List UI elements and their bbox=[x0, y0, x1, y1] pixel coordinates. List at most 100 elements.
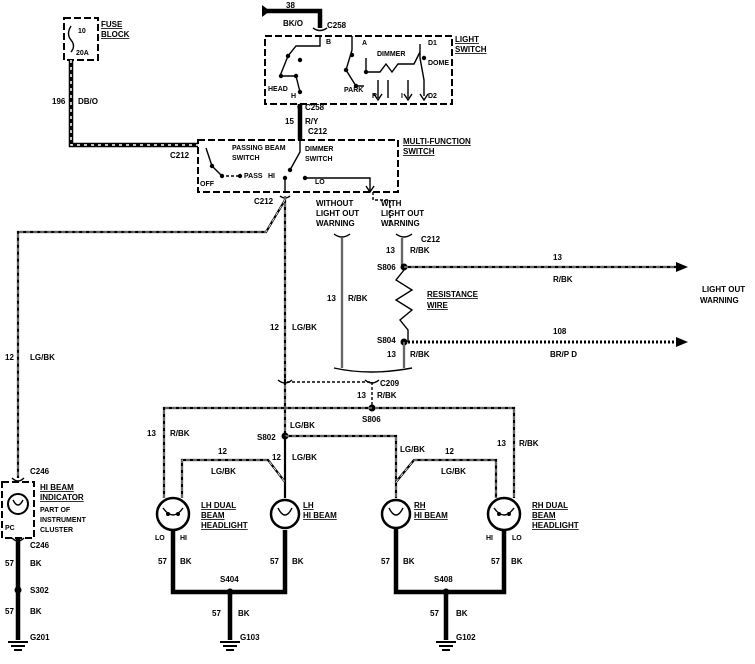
without-label-3: WARNING bbox=[316, 219, 355, 228]
connector-c258-bottom: C258 bbox=[305, 103, 325, 112]
lh-wire-13-circuit: 13 bbox=[147, 429, 156, 438]
hi-beam-indicator-branch: 12 LG/BK C246 PC HI BEAM INDICATOR PART … bbox=[1, 199, 286, 651]
rh-dual-label-3: HEADLIGHT bbox=[532, 521, 579, 530]
terminal-d2: D2 bbox=[428, 93, 437, 100]
rh-wire-12-color: LG/BK bbox=[441, 467, 466, 476]
rh-wire-57a-circuit: 57 bbox=[381, 557, 390, 566]
without-label: WITHOUT bbox=[316, 199, 353, 208]
lh-wire-57b-circuit: 57 bbox=[270, 557, 279, 566]
rh-wire-57b-circuit: 57 bbox=[491, 557, 500, 566]
rh-hi-beam-lamp-icon bbox=[380, 498, 412, 530]
connector-c246-top: C246 bbox=[30, 467, 50, 476]
hi-beam-indicator-label: HI BEAM bbox=[40, 483, 74, 492]
light-out-warning-branch: C212 13 R/BK S806 13 R/BK LIGHT OUT WARN… bbox=[327, 235, 745, 373]
center-trunk: 12 LG/BK C209 13 R/BK S806 LG/BK S802 12… bbox=[162, 196, 516, 498]
wire-196-color: DB/O bbox=[78, 97, 98, 106]
lh-dual-label: LH DUAL bbox=[201, 501, 236, 510]
light-switch: LIGHT SWITCH B A D1 DIMMER DOME HEAD PAR… bbox=[264, 35, 487, 105]
resistance-wire-label-2: WIRE bbox=[427, 301, 449, 310]
lh-dual-label-3: HEADLIGHT bbox=[201, 521, 248, 530]
wire-57a-circuit: 57 bbox=[5, 559, 14, 568]
wire-108-circuit: 108 bbox=[553, 327, 567, 336]
splice-s806b: S806 bbox=[362, 415, 381, 424]
indicator-bulb-icon bbox=[7, 493, 29, 515]
splice-s404: S404 bbox=[220, 575, 239, 584]
wire-15: C258 15 R/Y C212 bbox=[285, 103, 328, 140]
lo-label: LO bbox=[315, 179, 325, 186]
splice-s408: S408 bbox=[434, 575, 453, 584]
wire-12c-color: LG/BK bbox=[292, 453, 317, 462]
head-label: HEAD bbox=[268, 86, 288, 93]
connector-c212-top: C212 bbox=[308, 127, 328, 136]
wire-13-out-circuit: 13 bbox=[553, 253, 562, 262]
wire-38-circuit: 38 bbox=[286, 1, 295, 10]
rh-wire-13-color: R/BK bbox=[519, 439, 539, 448]
rh-headlights: LG/BK 12 LG/BK 13 R/BK RH HI BEAM HI LO … bbox=[380, 439, 579, 651]
rh-wire-57c-circuit: 57 bbox=[430, 609, 439, 618]
off-label: OFF bbox=[200, 181, 215, 188]
rh-wire-12-circuit: 12 bbox=[445, 447, 454, 456]
ground-icon bbox=[8, 641, 28, 651]
multi-function-switch-label-2: SWITCH bbox=[403, 147, 435, 156]
resistance-wire-label: RESISTANCE bbox=[427, 290, 479, 299]
terminal-a: A bbox=[362, 40, 367, 47]
rh-hi-beam-label: RH bbox=[414, 501, 426, 510]
wire-12-trunk-color: LG/BK bbox=[292, 323, 317, 332]
lh-dual-label-2: BEAM bbox=[201, 511, 225, 520]
splice-s802: S802 bbox=[257, 433, 276, 442]
lh-wire-57c-circuit: 57 bbox=[212, 609, 221, 618]
fuse-block-label: FUSE bbox=[101, 20, 123, 29]
part-of-label-2: INSTRUMENT bbox=[40, 517, 87, 524]
dimmer-label: DIMMER bbox=[377, 51, 405, 58]
lh-wire-57c-color: BK bbox=[238, 609, 250, 618]
wire-57b-color: BK bbox=[30, 607, 42, 616]
pc-label: PC bbox=[5, 525, 15, 532]
with-label-2: LIGHT OUT bbox=[381, 209, 424, 218]
multi-function-switch-label: MULTI-FUNCTION bbox=[403, 137, 471, 146]
ground-icon-g103 bbox=[220, 641, 240, 651]
lh-wire-57b-color: BK bbox=[292, 557, 304, 566]
rh-hi-label: HI bbox=[486, 535, 493, 542]
terminal-d1: D1 bbox=[428, 40, 437, 47]
connector-c212-bottom: C212 bbox=[254, 197, 274, 206]
wire-13c-circuit: 13 bbox=[357, 391, 366, 400]
rh-wire-57a-color: BK bbox=[403, 557, 415, 566]
with-label-3: WARNING bbox=[381, 219, 420, 228]
rh-dual-label-2: BEAM bbox=[532, 511, 556, 520]
lh-dual-beam-lamp-icon bbox=[155, 496, 191, 532]
wire-57b-circuit: 57 bbox=[5, 607, 14, 616]
fuse-block: 10 20A FUSE BLOCK bbox=[63, 17, 130, 61]
wire-196-circuit: 196 bbox=[52, 97, 66, 106]
wire-15-color: R/Y bbox=[305, 117, 319, 126]
fuse-block-label-2: BLOCK bbox=[101, 30, 130, 39]
warning-options: WITHOUT LIGHT OUT WARNING WITH LIGHT OUT… bbox=[316, 192, 424, 238]
wire-12b-color: LG/BK bbox=[290, 421, 315, 430]
terminal-i: I bbox=[401, 93, 403, 100]
splice-s804: S804 bbox=[377, 336, 396, 345]
lh-wire-13-color: R/BK bbox=[170, 429, 190, 438]
wire-57a-color: BK bbox=[30, 559, 42, 568]
multi-function-switch: MULTI-FUNCTION SWITCH PASSING BEAM SWITC… bbox=[170, 137, 471, 206]
light-out-label: LIGHT OUT bbox=[702, 285, 745, 294]
hi-label: HI bbox=[268, 173, 275, 180]
terminal-r: R bbox=[372, 93, 377, 100]
fuse-amp: 20A bbox=[76, 50, 89, 57]
wire-13b-color: R/BK bbox=[410, 350, 430, 359]
connector-c212-left: C212 bbox=[170, 151, 190, 160]
lh-headlights: 13 R/BK 12 LG/BK LO HI LH DUAL BEAM HEAD… bbox=[147, 429, 337, 651]
ground-g102: G102 bbox=[456, 633, 476, 642]
lh-wire-57a-circuit: 57 bbox=[158, 557, 167, 566]
without-label-2: LIGHT OUT bbox=[316, 209, 359, 218]
part-of-label-3: CLUSTER bbox=[40, 527, 73, 534]
wire-108-color: BR/P D bbox=[550, 350, 577, 359]
dome-label: DOME bbox=[428, 60, 449, 67]
wire-15-circuit: 15 bbox=[285, 117, 294, 126]
rh-dual-label: RH DUAL bbox=[532, 501, 568, 510]
rh-wire-lgbk: LG/BK bbox=[400, 445, 425, 454]
light-switch-label: LIGHT bbox=[455, 35, 479, 44]
wire-13b-circuit: 13 bbox=[387, 350, 396, 359]
wire-12-left-color: LG/BK bbox=[30, 353, 55, 362]
hi-beam-indicator-label-2: INDICATOR bbox=[40, 493, 84, 502]
ground-icon-g102 bbox=[436, 641, 456, 651]
rh-hi-beam-label-2: HI BEAM bbox=[414, 511, 448, 520]
